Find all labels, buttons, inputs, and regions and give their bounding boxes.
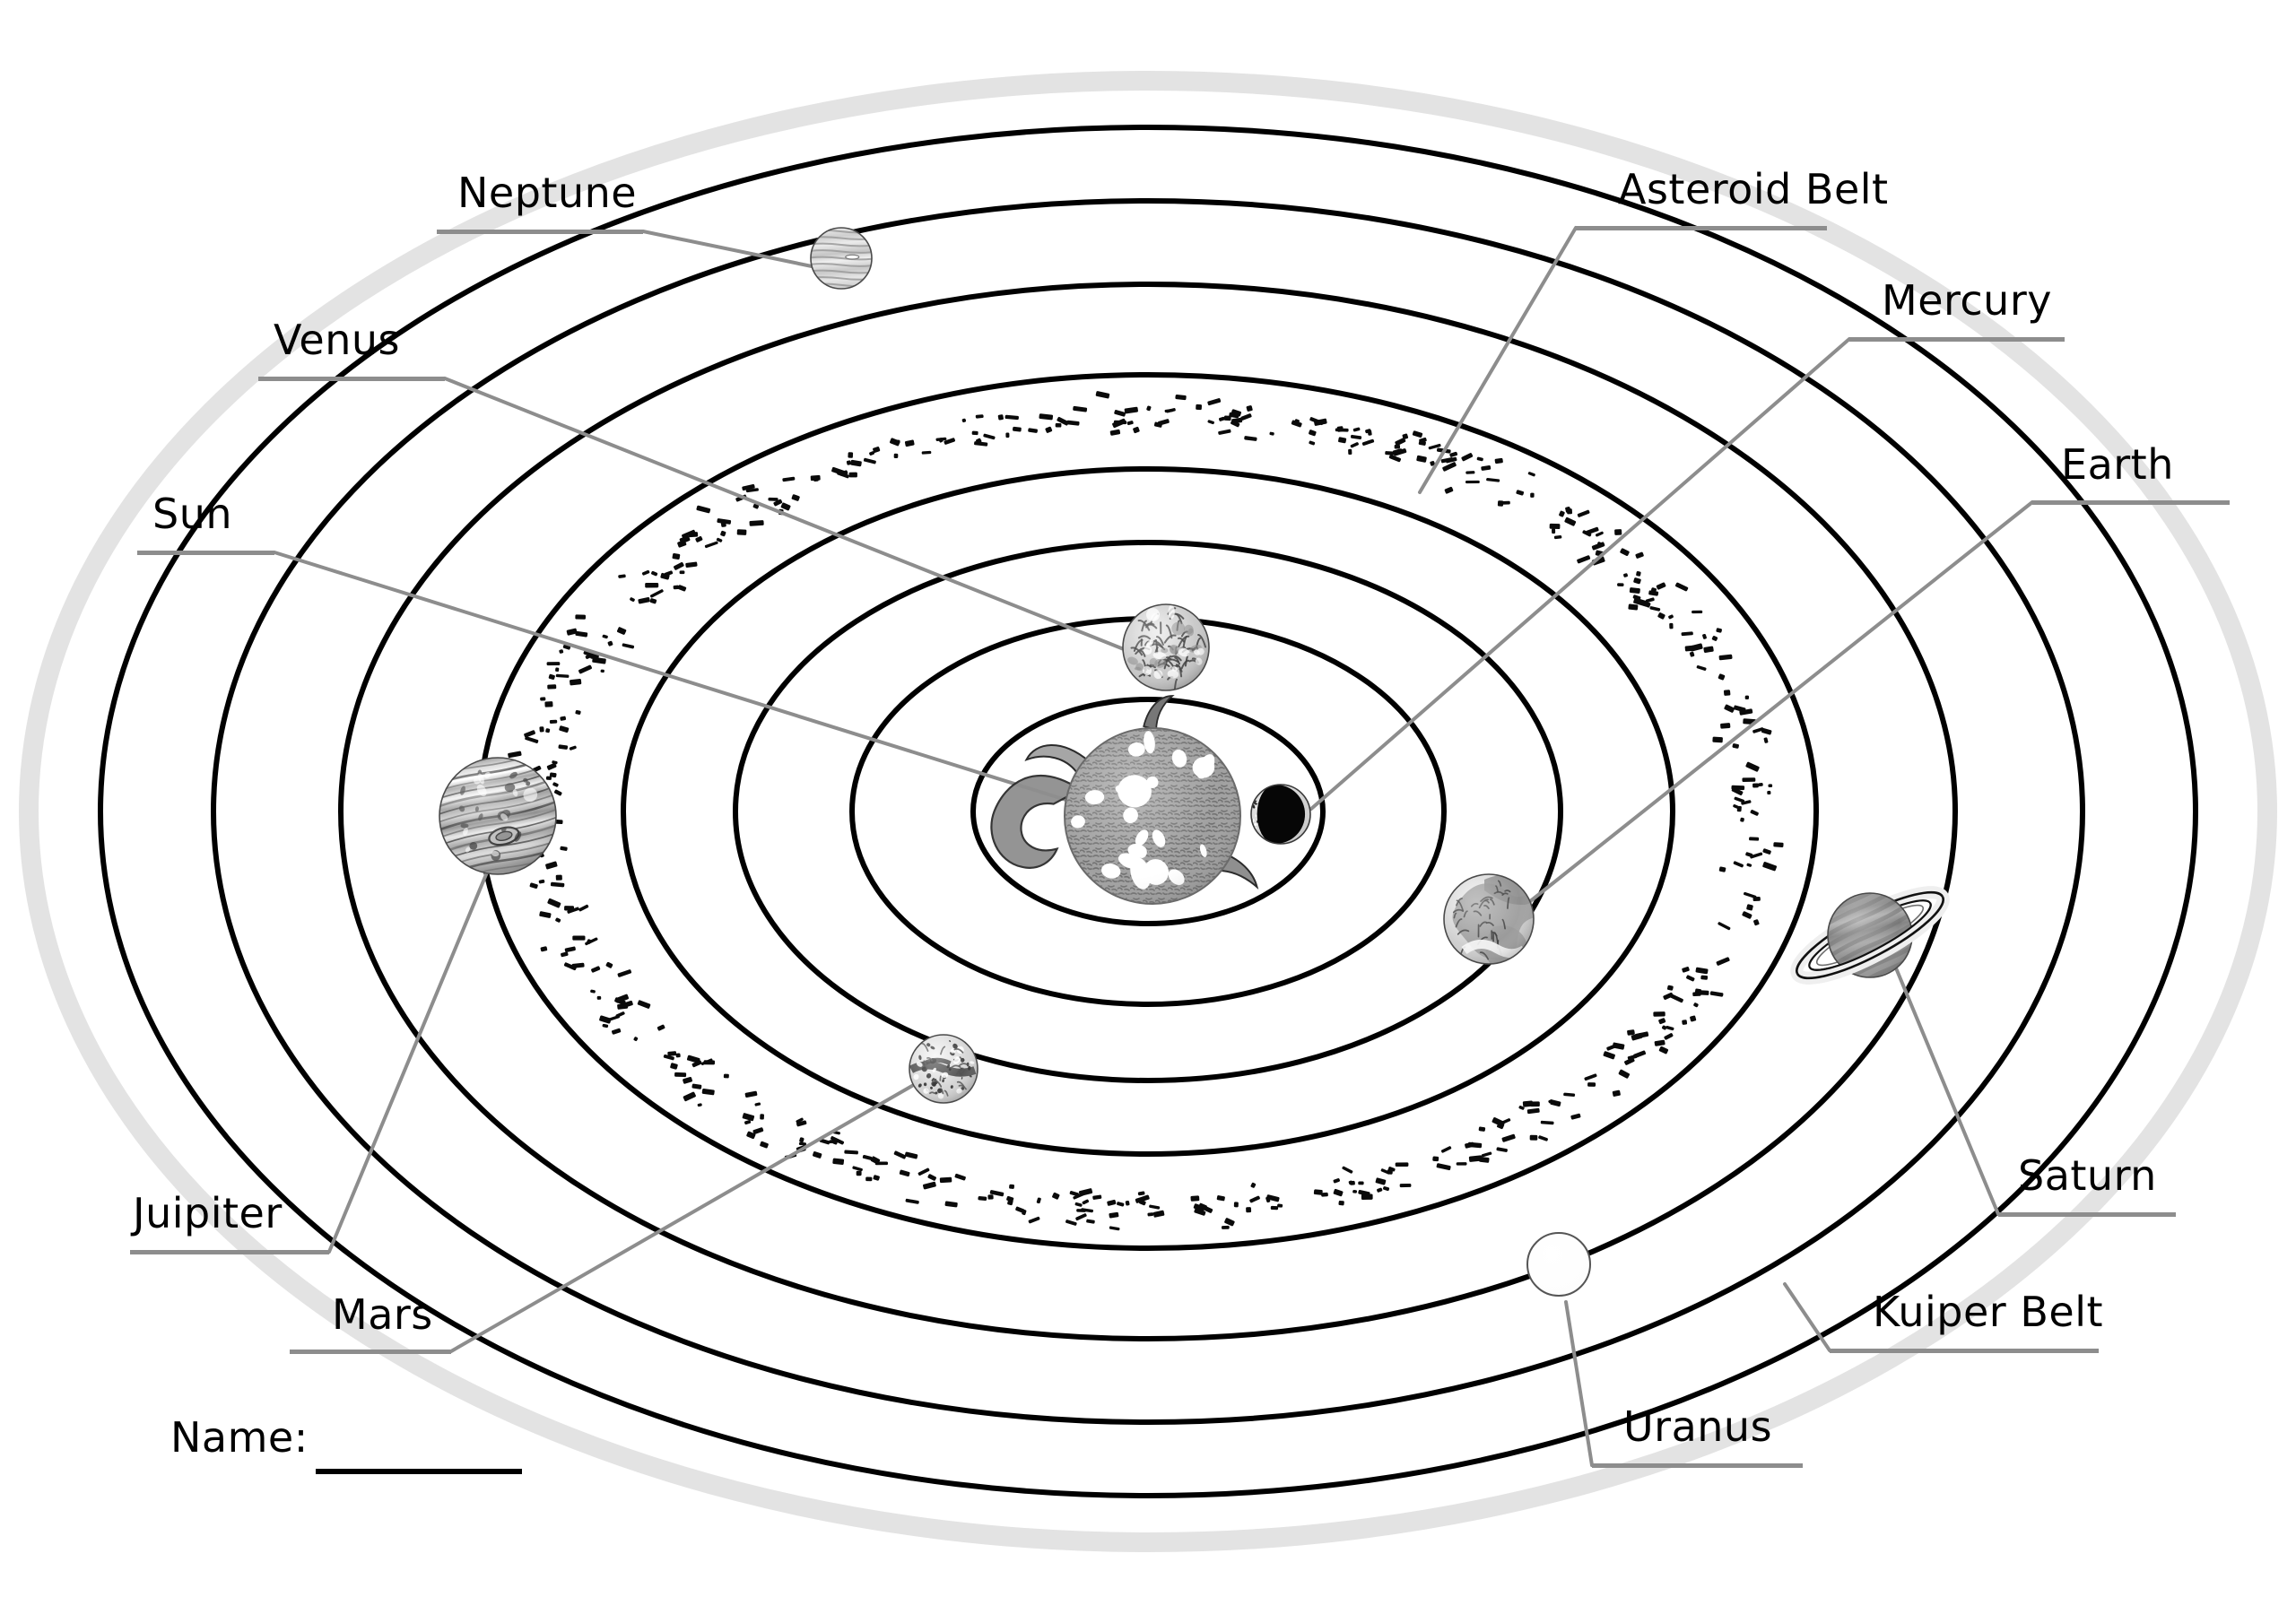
label-kuiper-belt: Kuiper Belt <box>1873 1288 2104 1336</box>
planet-earth <box>1443 873 1535 965</box>
label-mercury: Mercury <box>1882 276 2052 325</box>
leader-line-mercury <box>1309 337 1851 811</box>
orbit-ring-saturn <box>338 282 1958 1341</box>
orbit-ring-neptune <box>98 125 2198 1498</box>
leader-line-neptune <box>641 230 818 269</box>
leader-line-earth <box>1523 500 2034 907</box>
label-underline-mars[interactable] <box>290 1350 451 1354</box>
orbit-ring-uranus <box>211 198 2085 1425</box>
label-juipiter: Juipiter <box>133 1189 283 1237</box>
leader-line-kuiper-belt <box>1783 1282 1831 1352</box>
label-underline-asteroid-belt[interactable] <box>1576 226 1827 230</box>
leader-line-mars <box>449 1081 918 1353</box>
leader-line-asteroid-belt <box>1418 226 1578 494</box>
label-underline-mercury[interactable] <box>1849 337 2065 342</box>
planet-juipiter <box>439 757 557 875</box>
callout-leader-lines <box>273 226 2034 1467</box>
leader-line-venus <box>443 377 1139 656</box>
label-uranus: Uranus <box>1623 1402 1773 1451</box>
leader-line-saturn <box>1891 958 2000 1216</box>
leader-line-uranus <box>1564 1300 1594 1467</box>
asteroid-belt-particles <box>502 391 1784 1231</box>
orbit-ring-earth <box>733 540 1563 1083</box>
label-underline-kuiper-belt[interactable] <box>1830 1349 2099 1353</box>
planet-sun <box>990 695 1259 905</box>
label-underline-sun[interactable] <box>137 551 274 555</box>
label-neptune: Neptune <box>457 169 638 217</box>
label-underline-venus[interactable] <box>258 377 445 381</box>
orbit-ring-mars <box>621 466 1675 1157</box>
leader-line-sun <box>273 551 1105 813</box>
kuiper-belt-band <box>19 71 2277 1552</box>
label-venus: Venus <box>274 316 400 364</box>
orbit-ring-mercury <box>970 697 1326 926</box>
celestial-bodies <box>439 227 1950 1297</box>
sun-prominence <box>990 695 1259 890</box>
label-underline-uranus[interactable] <box>1592 1463 1803 1468</box>
label-mars: Mars <box>332 1290 433 1339</box>
label-underline-neptune[interactable] <box>437 230 643 234</box>
planet-venus <box>1122 603 1210 691</box>
planet-mercury <box>1250 784 1311 845</box>
leader-line-juipiter <box>327 866 491 1254</box>
name-field-blank[interactable] <box>316 1469 522 1474</box>
label-asteroid-belt: Asteroid Belt <box>1618 165 1889 213</box>
label-underline-juipiter[interactable] <box>130 1250 329 1254</box>
label-saturn: Saturn <box>2018 1151 2157 1200</box>
label-sun: Sun <box>152 490 233 538</box>
planet-uranus <box>1526 1232 1591 1297</box>
orbit-rings <box>98 125 2198 1498</box>
name-field-label: Name: <box>170 1413 309 1462</box>
label-earth: Earth <box>2061 440 2174 489</box>
label-underline-earth[interactable] <box>2032 500 2230 505</box>
label-underline-saturn[interactable] <box>1998 1212 2176 1217</box>
planet-saturn <box>1790 886 1950 985</box>
planet-mars <box>909 1034 978 1104</box>
